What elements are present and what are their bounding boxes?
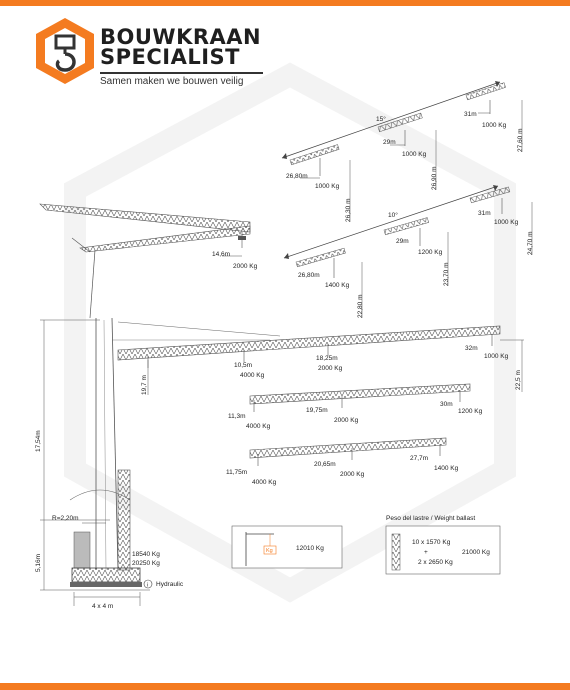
load-label: 1400 Kg bbox=[325, 282, 350, 289]
tip-height-label: 22,5 m bbox=[515, 370, 522, 390]
radius-label: 10,5m bbox=[234, 362, 252, 369]
radius-label: 31m bbox=[464, 111, 477, 118]
crane-hook-icon bbox=[36, 18, 94, 84]
radius-label: 30m bbox=[440, 401, 453, 408]
tower-height-label: 17,54m bbox=[35, 430, 42, 452]
crane-tower: 17,54m 5,16m R=2,20m 4 x 4 m 18540 Kg 20… bbox=[35, 317, 281, 610]
load-label: 1000 Kg bbox=[484, 353, 509, 360]
radius-label: 19,75m bbox=[306, 407, 328, 414]
radius-label: 29m bbox=[383, 139, 396, 146]
height-label: 23,70 m bbox=[443, 263, 450, 287]
base-height-label: 5,16m bbox=[35, 554, 42, 572]
load-label: 4000 Kg bbox=[240, 372, 265, 379]
tower-weight-label: 20250 Kg bbox=[132, 560, 160, 567]
height-label: 22,80 m bbox=[357, 295, 364, 319]
ballast-plus: + bbox=[424, 549, 428, 556]
angle-10-label: 10° bbox=[388, 211, 398, 219]
slew-radius-label: R=2,20m bbox=[52, 515, 79, 522]
load-label: 1200 Kg bbox=[458, 408, 483, 415]
logo bbox=[36, 18, 94, 84]
load-label: 1400 Kg bbox=[434, 465, 459, 472]
bottom-accent-bar bbox=[0, 683, 570, 690]
height-label: 24,70 m bbox=[527, 232, 534, 256]
inset-weight-label: 12010 Kg bbox=[296, 545, 324, 552]
radius-label: 27,7m bbox=[410, 455, 428, 462]
ballast-line1: 10 x 1570 Kg bbox=[412, 539, 451, 546]
jib-config-2: 11,3m 4000 Kg 19,75m 2000 Kg 30m 1200 Kg bbox=[228, 383, 483, 430]
radius-label: 11,3m bbox=[228, 413, 246, 420]
load-label: 2000 Kg bbox=[340, 471, 365, 478]
top-accent-bar bbox=[0, 0, 570, 6]
ballast-box: Peso del lastre / Weight ballast 10 x 15… bbox=[385, 515, 501, 575]
height-label: 26,30 m bbox=[345, 199, 352, 223]
brand-tagline: Samen maken we bouwen veilig bbox=[100, 76, 244, 87]
height-label: 27,60 m bbox=[517, 129, 524, 153]
jib-config-1: 10,5m 4000 Kg 18,25m 2000 Kg 32m 1000 Kg… bbox=[117, 325, 524, 395]
height-label: 26,90 m bbox=[431, 167, 438, 191]
ballast-line2: 2 x 2650 Kg bbox=[418, 559, 453, 566]
radius-label: 26,80m bbox=[286, 173, 308, 180]
radius-label: 31m bbox=[478, 210, 491, 217]
base-size-label: 4 x 4 m bbox=[92, 603, 113, 610]
load-label: 1000 Kg bbox=[315, 183, 340, 190]
load-label: 1000 Kg bbox=[494, 219, 519, 226]
radius-label: 18,25m bbox=[316, 355, 338, 362]
svg-text:i: i bbox=[147, 582, 148, 588]
inset-box: Kg 12010 Kg bbox=[231, 525, 343, 569]
load-label: 4000 Kg bbox=[246, 423, 271, 430]
load-label: 1200 Kg bbox=[418, 249, 443, 256]
angle-15-label: 15° bbox=[376, 115, 386, 123]
radius-label: 32m bbox=[465, 345, 478, 352]
hook-height-label: 19,7 m bbox=[141, 375, 148, 395]
kg-tag: Kg bbox=[266, 548, 273, 554]
load-label: 2000 Kg bbox=[334, 417, 359, 424]
radius-label: 11,75m bbox=[226, 469, 247, 476]
radius-label: 29m bbox=[396, 238, 409, 245]
radius-label: 26,80m bbox=[298, 272, 320, 279]
tower-weight-label: 18540 Kg bbox=[132, 551, 160, 558]
brand-name-line2: SPECIALIST bbox=[100, 45, 240, 69]
load-label: 1000 Kg bbox=[402, 151, 427, 158]
ballast-total: 21000 Kg bbox=[462, 549, 490, 556]
hydraulic-label: Hydraulic bbox=[156, 581, 184, 588]
load-label: 2000 Kg bbox=[233, 263, 258, 270]
load-label: 4000 Kg bbox=[252, 479, 277, 486]
ballast-title: Peso del lastre / Weight ballast bbox=[386, 515, 475, 522]
load-label: 1000 Kg bbox=[482, 122, 507, 129]
radius-label: 20,65m bbox=[314, 461, 336, 468]
jib-set-10deg: 10° 26,80m 1400 Kg 29m 1200 Kg 31m 1000 … bbox=[283, 185, 534, 319]
info-circle-icon: i bbox=[143, 579, 153, 589]
brand-divider bbox=[100, 72, 263, 74]
jib-set-15deg: 15° 26,80m 1000 Kg 29m 1000 Kg 31m 1000 … bbox=[281, 81, 524, 223]
jib-config-3: 11,75m 4000 Kg 20,65m 2000 Kg 27,7m 1400… bbox=[226, 437, 459, 486]
radius-label: 14,6m bbox=[212, 251, 230, 258]
brand-name-line1: BOUWKRAAN bbox=[100, 25, 262, 49]
folded-jib: 14,6m 2000 Kg bbox=[39, 203, 258, 319]
load-label: 2000 Kg bbox=[318, 365, 343, 372]
